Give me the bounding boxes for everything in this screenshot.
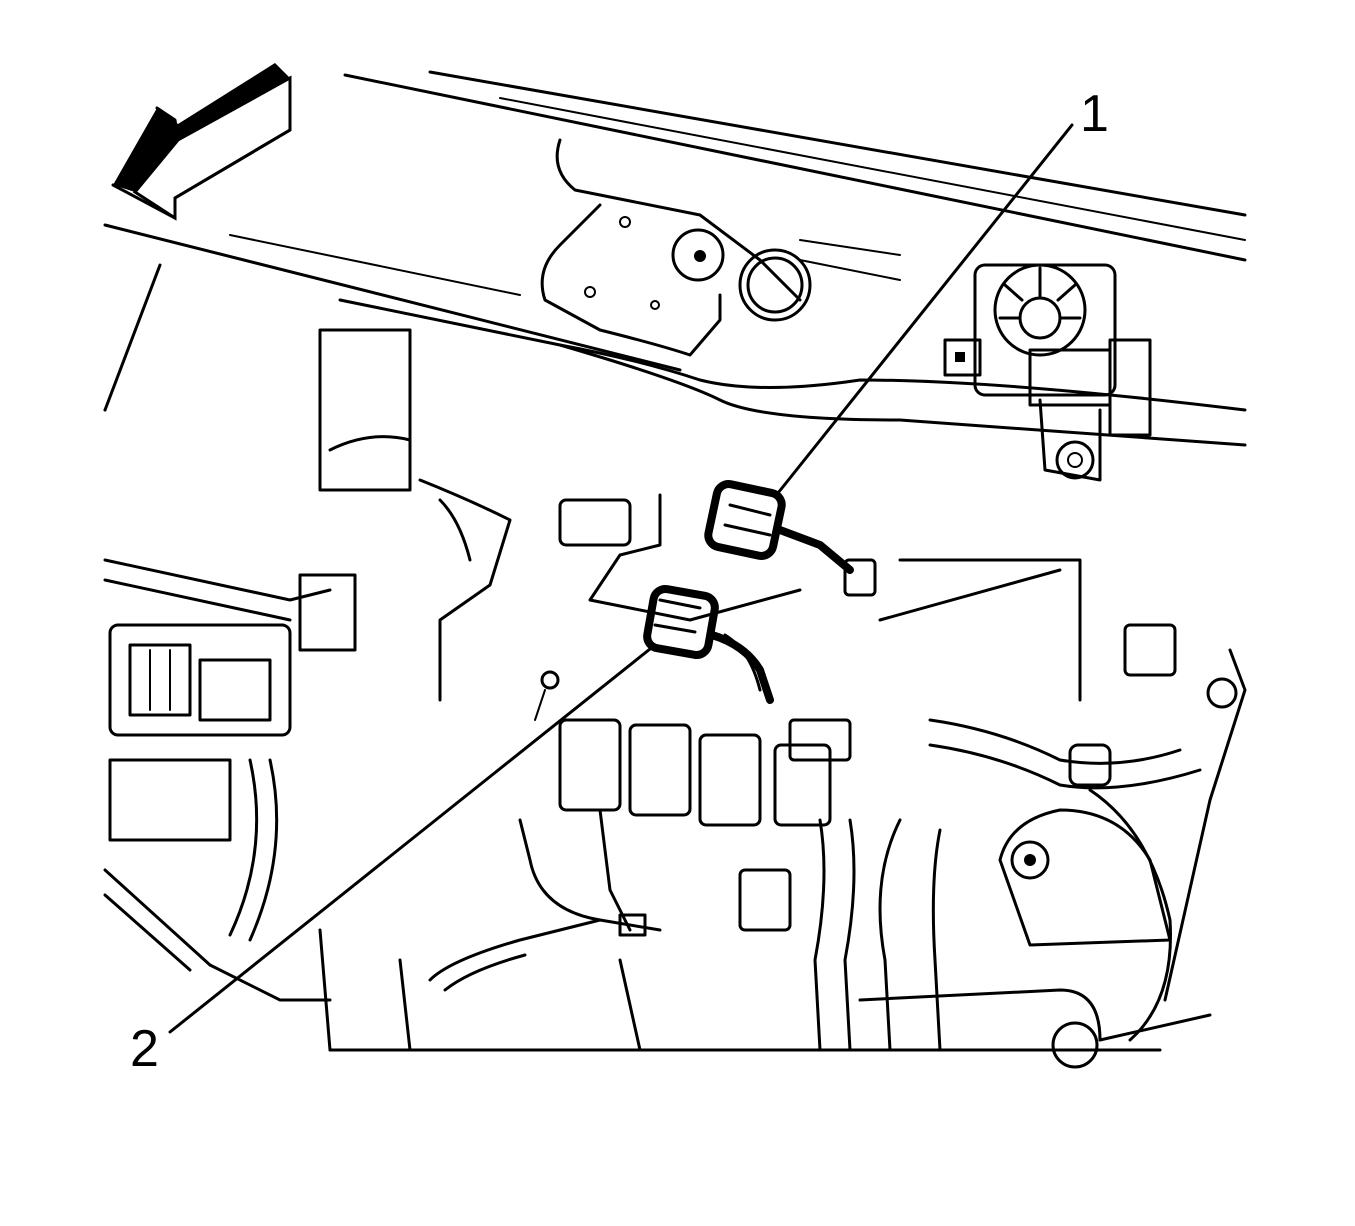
left-module-area [103,328,412,972]
wiper-motor [943,263,1152,482]
right-hoses [788,558,1202,1052]
lower-connector-cluster [428,718,832,992]
leader-line-1 [776,123,1074,495]
cowl-panel [103,70,1247,447]
callout-label-1: 1 [1080,85,1109,143]
connector-2 [643,584,774,704]
direction-arrow-icon [111,63,292,221]
cowl-bracket [540,138,901,357]
callout-label-2: 2 [130,1020,159,1078]
connector-1 [704,480,877,597]
leader-line-2 [168,643,657,1034]
lower-frame [208,648,1247,1069]
center-panel [418,478,802,721]
